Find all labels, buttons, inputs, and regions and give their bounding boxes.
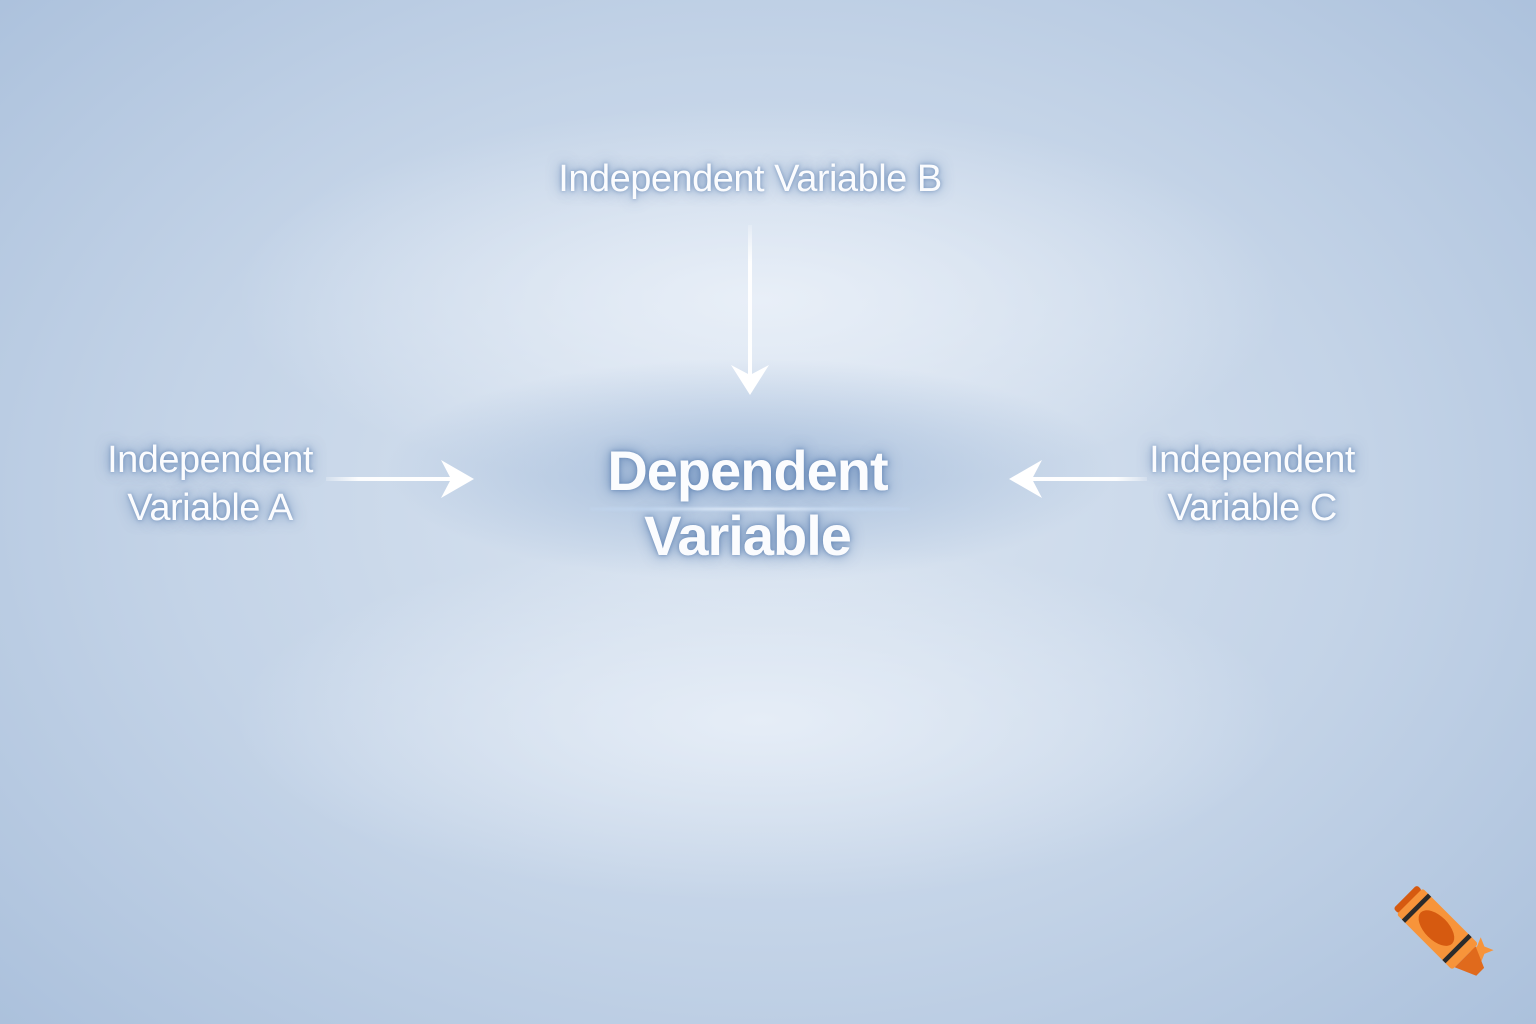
crayon-icon <box>1394 886 1494 976</box>
node-dependent-variable: Dependent Variable <box>500 438 995 568</box>
node-c-label-line1: Independent <box>1149 439 1355 481</box>
arrow-b-to-dependent <box>731 225 769 395</box>
node-c-label-line2: Variable C <box>1167 487 1337 529</box>
node-a-label-line1: Independent <box>107 439 313 481</box>
dependent-variable-label: Dependent Variable <box>607 439 888 567</box>
node-independent-variable-c: Independent Variable C <box>1122 436 1382 532</box>
node-independent-variable-a: Independent Variable A <box>80 436 340 532</box>
node-independent-variable-b: Independent Variable B <box>545 158 955 201</box>
node-b-label: Independent Variable B <box>558 158 942 200</box>
dependent-underline-glow <box>590 507 910 511</box>
node-a-label-line2: Variable A <box>127 487 293 529</box>
arrow-a-to-dependent <box>326 460 474 498</box>
arrow-c-to-dependent <box>1009 460 1147 498</box>
